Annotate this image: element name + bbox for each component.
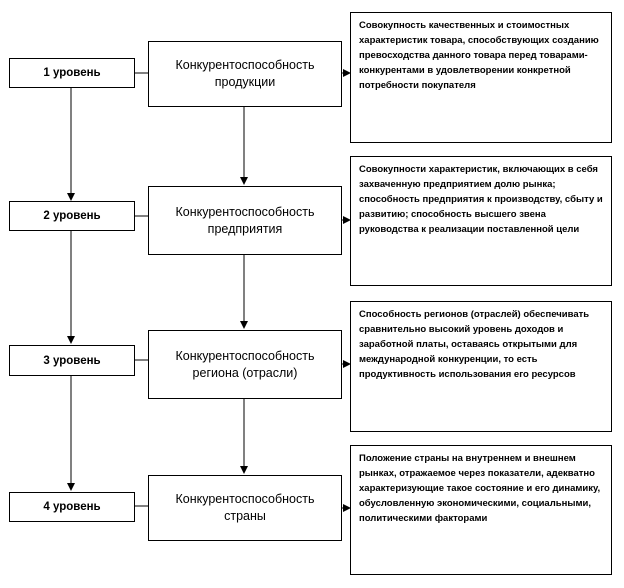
- level-box-4: 4 уровень: [9, 492, 135, 522]
- description-box-1: Совокупность качественных и стоимостных …: [350, 12, 612, 143]
- level-box-2: 2 уровень: [9, 201, 135, 231]
- description-text-4: Положение страны на внутреннем и внешнем…: [359, 453, 601, 524]
- concept-label-3: Конкурентоспособность региона (отрасли): [175, 348, 315, 380]
- level-box-3: 3 уровень: [9, 345, 135, 376]
- description-text-2: Совокупности характеристик, включающих в…: [359, 164, 603, 235]
- description-box-4: Положение страны на внутреннем и внешнем…: [350, 445, 612, 575]
- level-label-4: 4 уровень: [43, 501, 101, 513]
- concept-label-4: Конкурентоспособность страны: [175, 492, 315, 523]
- concept-box-4: Конкурентоспособность страны: [148, 475, 342, 541]
- concept-box-2: Конкурентоспособность предприятия: [148, 186, 342, 255]
- concept-box-3: Конкурентоспособность региона (отрасли): [148, 330, 342, 399]
- concept-box-1: Конкурентоспособность продукции: [148, 41, 342, 107]
- concept-label-2: Конкурентоспособность предприятия: [175, 204, 315, 236]
- description-box-3: Способность регионов (отраслей) обеспечи…: [350, 301, 612, 432]
- level-box-1: 1 уровень: [9, 58, 135, 88]
- description-text-1: Совокупность качественных и стоимостных …: [359, 20, 599, 91]
- level-label-1: 1 уровень: [43, 67, 101, 79]
- level-label-3: 3 уровень: [43, 354, 101, 367]
- description-box-2: Совокупности характеристик, включающих в…: [350, 156, 612, 286]
- concept-label-1: Конкурентоспособность продукции: [175, 58, 315, 89]
- description-text-3: Способность регионов (отраслей) обеспечи…: [359, 309, 590, 380]
- level-label-2: 2 уровень: [43, 210, 101, 222]
